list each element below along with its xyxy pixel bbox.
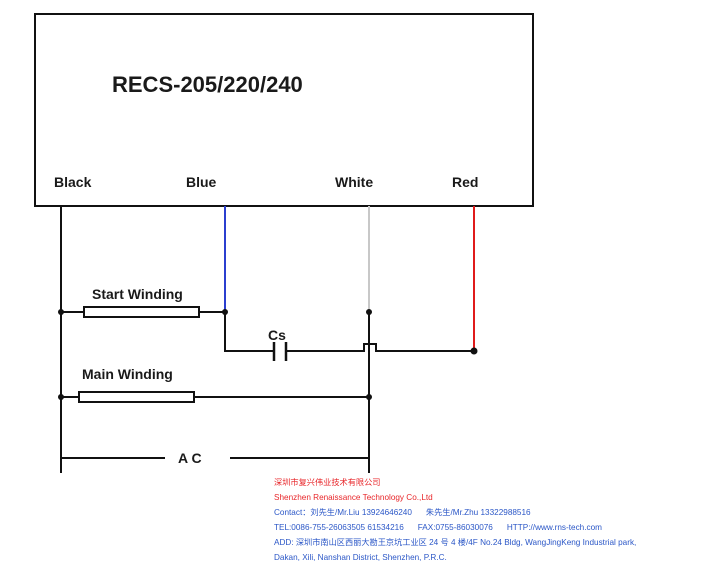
start-winding-label: Start Winding	[92, 286, 183, 302]
main-winding-label: Main Winding	[82, 366, 173, 382]
capacitor-label: Cs	[268, 327, 286, 343]
company-name-en: Shenzhen Renaissance Technology Co.,Ltd	[274, 493, 433, 502]
company-fax: FAX:0755-86030076	[417, 523, 493, 532]
capacitor-cs	[224, 312, 478, 361]
company-tel-fax-web: TEL:0086-755-26063505 61534216 FAX:0755-8…	[274, 520, 636, 535]
device-model: RECS-205/220/240	[112, 72, 303, 97]
terminal-label-blue: Blue	[186, 174, 217, 190]
start-winding	[58, 306, 228, 318]
ac-label: A C	[178, 450, 202, 466]
company-info: 深圳市复兴伟业技术有限公司 Shenzhen Renaissance Techn…	[274, 475, 636, 565]
company-address-2: Dakan, Xili, Nanshan District, Shenzhen,…	[274, 553, 447, 562]
terminal-label-black: Black	[54, 174, 92, 190]
contact-1: 刘先生/Mr.Liu 13924646240	[310, 508, 412, 517]
terminal-label-red: Red	[452, 174, 478, 190]
white-junction-top	[366, 309, 372, 315]
contact-label: Contact：	[274, 508, 311, 517]
company-contact: Contact：刘先生/Mr.Liu 13924646240 朱先生/Mr.Zhu…	[274, 505, 636, 520]
company-name-cn: 深圳市复兴伟业技术有限公司	[274, 478, 381, 487]
company-address-1: ADD: 深圳市南山区西丽大勘王京坑工业区 24 号 4 楼/4F No.24 …	[274, 538, 637, 547]
terminal-label-white: White	[335, 174, 373, 190]
company-tel: TEL:0086-755-26063505 61534216	[274, 523, 404, 532]
main-winding	[58, 391, 372, 403]
device-box	[34, 13, 534, 207]
contact-2: 朱先生/Mr.Zhu 13322988516	[425, 508, 531, 517]
company-web[interactable]: HTTP://www.rns-tech.com	[506, 523, 602, 532]
